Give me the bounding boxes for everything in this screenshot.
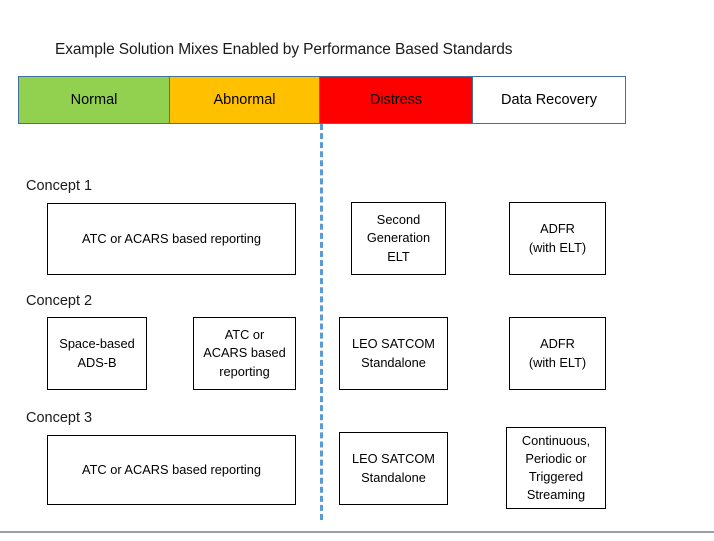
- solution-box-c3-atc-acars[interactable]: ATC or ACARS based reporting: [47, 435, 296, 505]
- concept-label-1: Concept 1: [26, 178, 93, 194]
- solution-box-text: ADFR(with ELT): [528, 336, 587, 370]
- solution-box-text: ATC or ACARS based reporting: [82, 461, 261, 477]
- distress-boundary-divider: [320, 124, 323, 520]
- bottom-divider: [0, 531, 714, 533]
- flight-phase-bar: Normal Abnormal Distress Data Recovery: [18, 76, 626, 124]
- solution-box-text: ADFR(with ELT): [528, 221, 587, 255]
- phase-cell-abnormal[interactable]: Abnormal: [170, 77, 320, 123]
- concept-label-2: Concept 2: [26, 293, 93, 309]
- phase-cell-normal[interactable]: Normal: [19, 77, 170, 123]
- phase-cell-data-recovery[interactable]: Data Recovery: [473, 77, 625, 123]
- phase-cell-distress[interactable]: Distress: [320, 77, 473, 123]
- concept-label-3: Concept 3: [26, 410, 93, 426]
- solution-box-c2-adfr[interactable]: ADFR(with ELT): [509, 317, 606, 390]
- solution-box-c1-atc-acars[interactable]: ATC or ACARS based reporting: [47, 203, 296, 275]
- page-title: Example Solution Mixes Enabled by Perfor…: [55, 41, 513, 58]
- solution-box-text: ATC or ACARS based reporting: [82, 230, 261, 246]
- solution-box-c1-adfr[interactable]: ADFR(with ELT): [509, 202, 606, 275]
